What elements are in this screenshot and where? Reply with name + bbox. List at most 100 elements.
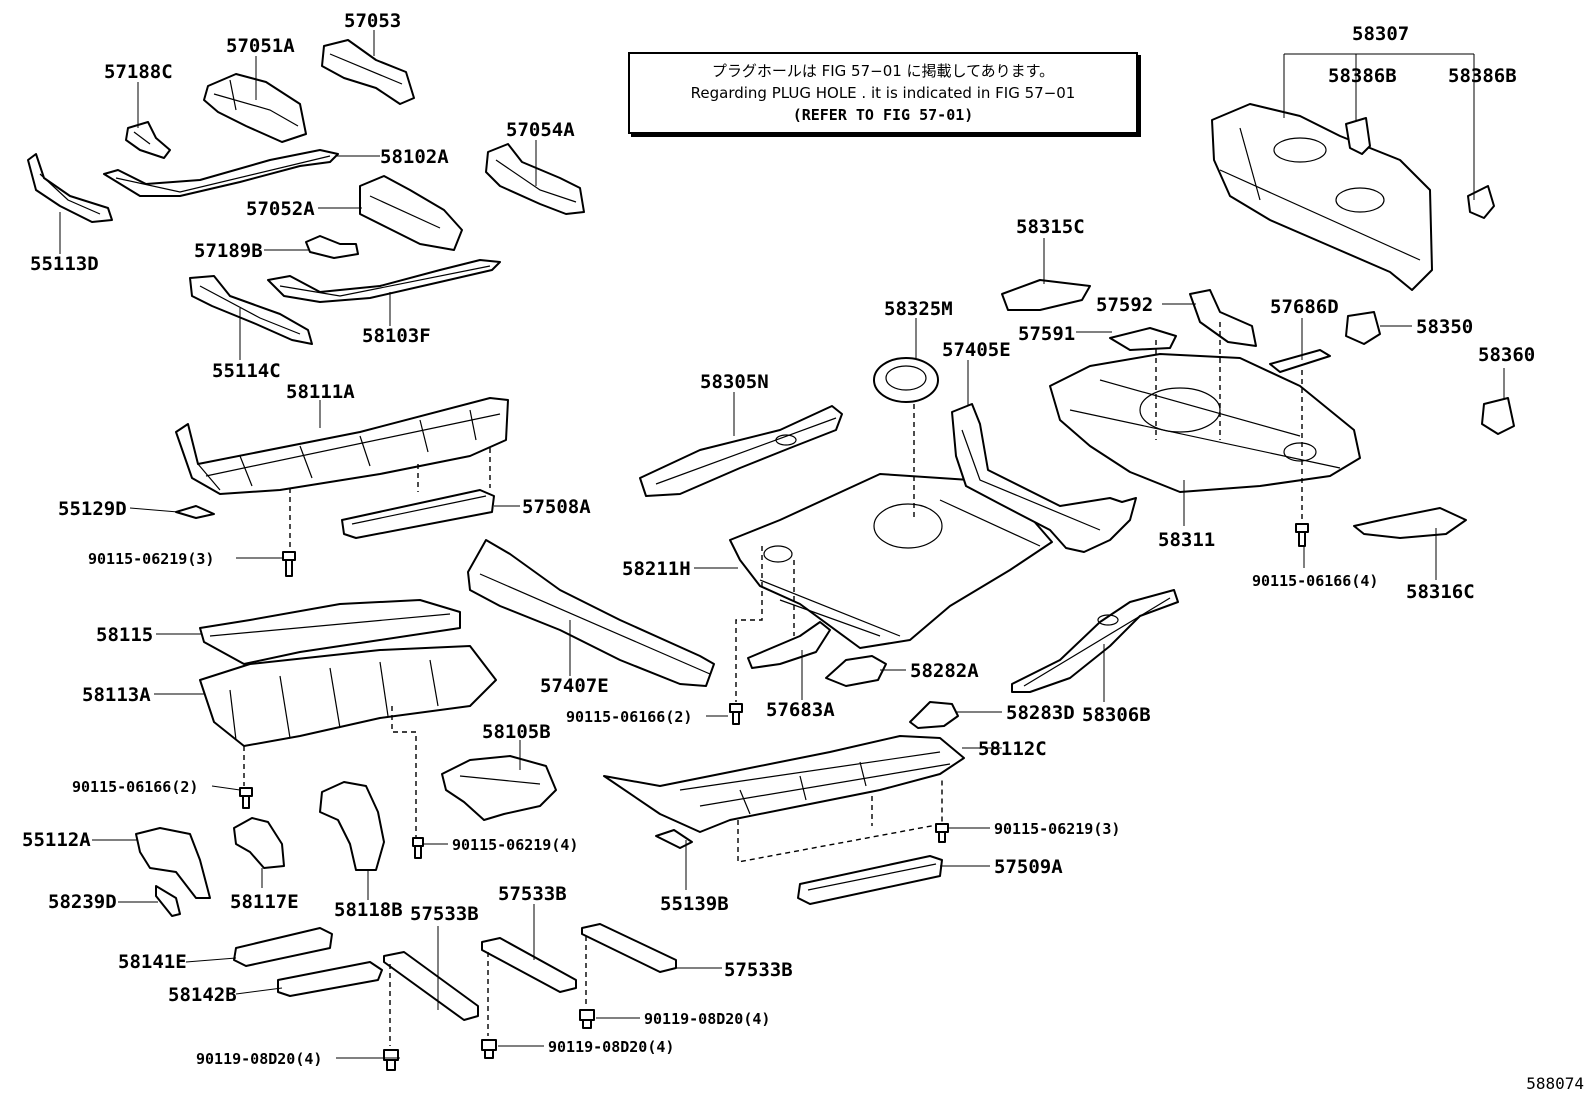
label-57533B-a[interactable]: 57533B bbox=[410, 903, 479, 925]
part-58113A-floor[interactable] bbox=[199, 645, 497, 747]
part-58316C-panel[interactable] bbox=[1353, 507, 1467, 539]
part-58118B-bracket[interactable] bbox=[319, 781, 385, 871]
part-57591-bracket[interactable] bbox=[1109, 327, 1177, 351]
label-57189B[interactable]: 57189B bbox=[194, 240, 263, 262]
label-57052A[interactable]: 57052A bbox=[246, 198, 315, 220]
label-57053[interactable]: 57053 bbox=[344, 10, 401, 32]
label-57591[interactable]: 57591 bbox=[1018, 323, 1075, 345]
part-57592-bracket[interactable] bbox=[1189, 289, 1257, 347]
part-55114C-bracket[interactable] bbox=[189, 275, 313, 345]
part-57052A-crossmember[interactable] bbox=[359, 175, 463, 251]
part-55113D-bracket[interactable] bbox=[27, 153, 113, 223]
part-58211H-rear-floor[interactable] bbox=[729, 473, 1053, 649]
part-58282A-bracket[interactable] bbox=[825, 655, 887, 687]
label-58118B[interactable]: 58118B bbox=[334, 899, 403, 921]
label-90115-06219-4[interactable]: 90115-06219(4) bbox=[452, 836, 578, 854]
label-58102A[interactable]: 58102A bbox=[380, 146, 449, 168]
label-57509A[interactable]: 57509A bbox=[994, 856, 1063, 878]
part-57188C-bracket[interactable] bbox=[125, 121, 171, 159]
part-58315C-panel[interactable] bbox=[1001, 279, 1091, 311]
bolt-90119-08D20-c[interactable] bbox=[579, 1009, 595, 1029]
label-58142B[interactable]: 58142B bbox=[168, 984, 237, 1006]
label-58105B[interactable]: 58105B bbox=[482, 721, 551, 743]
label-57188C[interactable]: 57188C bbox=[104, 61, 173, 83]
label-90119-08D20-c[interactable]: 90119-08D20(4) bbox=[644, 1010, 770, 1028]
notice-reference[interactable]: (REFER TO FIG 57-01) bbox=[792, 106, 974, 124]
part-58103F-member[interactable] bbox=[267, 259, 501, 303]
label-58305N[interactable]: 58305N bbox=[700, 371, 769, 393]
part-57508A-rail[interactable] bbox=[341, 489, 495, 539]
part-58307-panel[interactable] bbox=[1211, 103, 1433, 291]
part-57053-crossmember[interactable] bbox=[321, 39, 415, 105]
label-58117E[interactable]: 58117E bbox=[230, 891, 299, 913]
bolt-90115-06219-4[interactable] bbox=[412, 837, 424, 859]
label-57592[interactable]: 57592 bbox=[1096, 294, 1153, 316]
part-58311-spare-tire-floor[interactable] bbox=[1049, 353, 1361, 493]
label-58239D[interactable]: 58239D bbox=[48, 891, 117, 913]
part-58283D-bracket[interactable] bbox=[909, 701, 959, 729]
label-58112C[interactable]: 58112C bbox=[978, 738, 1047, 760]
part-57533B-plate-b[interactable] bbox=[481, 937, 577, 993]
part-57683A-bracket[interactable] bbox=[747, 621, 831, 669]
label-57533B-b[interactable]: 57533B bbox=[498, 883, 567, 905]
label-55113D[interactable]: 55113D bbox=[30, 253, 99, 275]
label-90115-06166-2a[interactable]: 90115-06166(2) bbox=[72, 778, 198, 796]
bolt-90119-08D20-b[interactable] bbox=[481, 1039, 497, 1059]
label-55114C[interactable]: 55114C bbox=[212, 360, 281, 382]
part-58112C-floor[interactable] bbox=[603, 735, 965, 833]
part-58305N-member[interactable] bbox=[639, 405, 843, 497]
label-55129D[interactable]: 55129D bbox=[58, 498, 127, 520]
part-57509A-rail[interactable] bbox=[797, 855, 943, 905]
label-57054A[interactable]: 57054A bbox=[506, 119, 575, 141]
part-58360-bracket[interactable] bbox=[1481, 397, 1515, 435]
label-58307[interactable]: 58307 bbox=[1352, 23, 1409, 45]
label-55112A[interactable]: 55112A bbox=[22, 829, 91, 851]
part-57054A-bracket[interactable] bbox=[485, 143, 585, 215]
bolt-90115-06166-2b[interactable] bbox=[729, 703, 743, 725]
part-58111A-floor-pan[interactable] bbox=[175, 397, 509, 495]
label-57508A[interactable]: 57508A bbox=[522, 496, 591, 518]
label-57407E[interactable]: 57407E bbox=[540, 675, 609, 697]
label-58316C[interactable]: 58316C bbox=[1406, 581, 1475, 603]
part-58102A-member[interactable] bbox=[103, 149, 339, 197]
part-57533B-plate-c[interactable] bbox=[581, 923, 677, 973]
part-58325M-cover[interactable] bbox=[873, 357, 939, 403]
label-58115[interactable]: 58115 bbox=[96, 624, 153, 646]
label-90115-06166-2b[interactable]: 90115-06166(2) bbox=[566, 708, 692, 726]
label-58282A[interactable]: 58282A bbox=[910, 660, 979, 682]
part-58386B-bracket-b[interactable] bbox=[1467, 185, 1495, 219]
bolt-90119-08D20-a[interactable] bbox=[383, 1049, 399, 1071]
label-58360[interactable]: 58360 bbox=[1478, 344, 1535, 366]
bolt-90115-06219-3b[interactable] bbox=[935, 823, 949, 843]
label-58211H[interactable]: 58211H bbox=[622, 558, 691, 580]
label-58315C[interactable]: 58315C bbox=[1016, 216, 1085, 238]
label-58111A[interactable]: 58111A bbox=[286, 381, 355, 403]
label-58103F[interactable]: 58103F bbox=[362, 325, 431, 347]
part-55139B-clip[interactable] bbox=[655, 829, 693, 849]
part-58386B-bracket-a[interactable] bbox=[1345, 117, 1371, 155]
label-58141E[interactable]: 58141E bbox=[118, 951, 187, 973]
part-57405E-member[interactable] bbox=[951, 403, 1137, 553]
label-57686D[interactable]: 57686D bbox=[1270, 296, 1339, 318]
part-57051A-crossmember[interactable] bbox=[203, 73, 307, 143]
label-57533B-c[interactable]: 57533B bbox=[724, 959, 793, 981]
label-57405E[interactable]: 57405E bbox=[942, 339, 1011, 361]
bolt-90115-06166-2a[interactable] bbox=[239, 787, 253, 809]
label-58113A[interactable]: 58113A bbox=[82, 684, 151, 706]
label-58306B[interactable]: 58306B bbox=[1082, 704, 1151, 726]
label-57683A[interactable]: 57683A bbox=[766, 699, 835, 721]
part-57407E-member[interactable] bbox=[467, 539, 715, 687]
label-58386B-a[interactable]: 58386B bbox=[1328, 65, 1397, 87]
part-57686D-bracket[interactable] bbox=[1269, 349, 1331, 373]
label-57051A[interactable]: 57051A bbox=[226, 35, 295, 57]
label-90119-08D20-b[interactable]: 90119-08D20(4) bbox=[548, 1038, 674, 1056]
part-58115-member[interactable] bbox=[199, 599, 461, 665]
label-58386B-b[interactable]: 58386B bbox=[1448, 65, 1517, 87]
label-90115-06166-4[interactable]: 90115-06166(4) bbox=[1252, 572, 1378, 590]
part-58350-bracket[interactable] bbox=[1345, 311, 1381, 345]
label-58325M[interactable]: 58325M bbox=[884, 298, 953, 320]
bolt-90115-06166-4[interactable] bbox=[1295, 523, 1309, 547]
label-58311[interactable]: 58311 bbox=[1158, 529, 1215, 551]
part-58239D-clip[interactable] bbox=[155, 885, 181, 917]
part-58306B-member[interactable] bbox=[1011, 589, 1179, 693]
